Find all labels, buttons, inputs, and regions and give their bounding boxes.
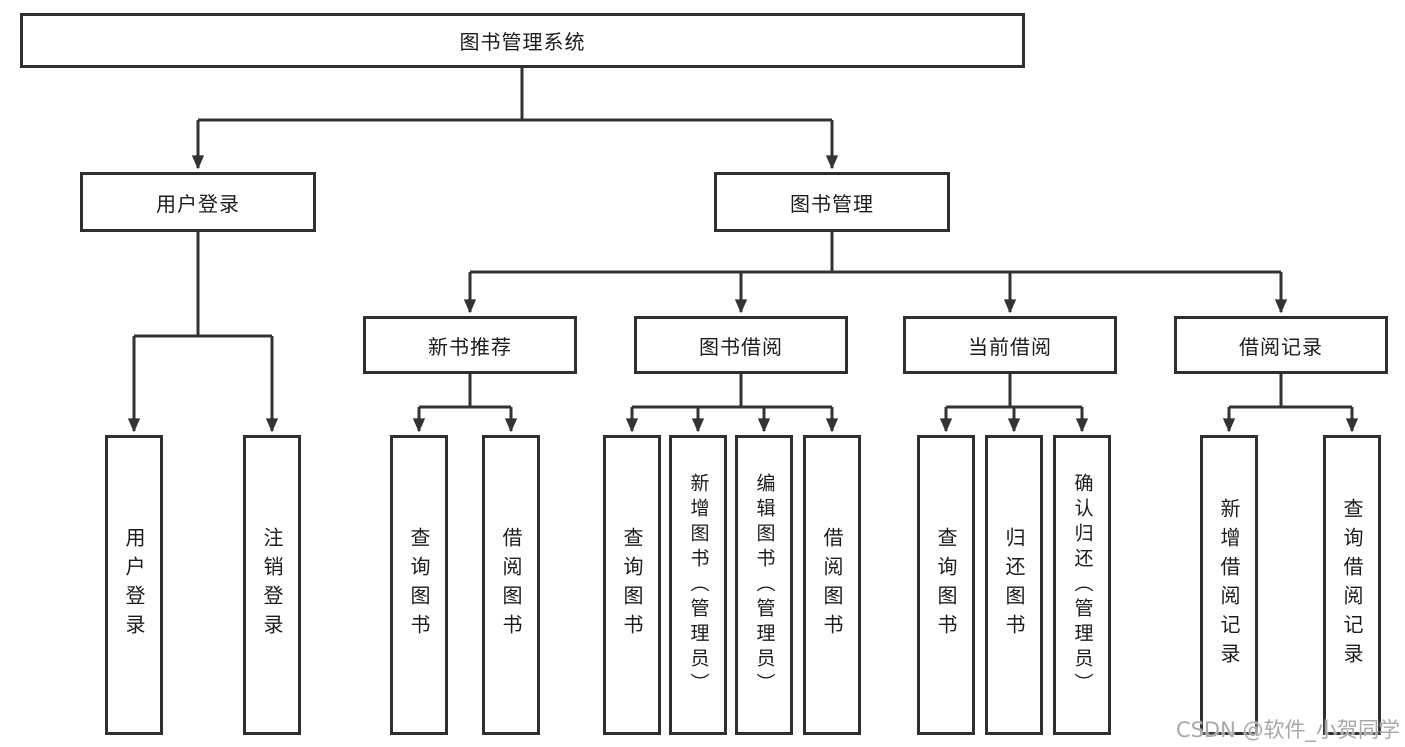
leaf-borrow-query-books: 查询图书 [603, 435, 661, 735]
leaf-current-query-books: 查询图书 [917, 435, 975, 735]
node-borrow-records: 借阅记录 [1174, 316, 1388, 374]
leaf-borrow-borrow-books: 借阅图书 [803, 435, 861, 735]
leaf-recommend-borrow-books: 借阅图书 [482, 435, 540, 735]
leaf-add-borrow-record: 新增借阅记录 [1200, 435, 1258, 735]
node-current-borrow: 当前借阅 [903, 316, 1117, 374]
node-user-login: 用户登录 [80, 172, 316, 232]
node-book-borrow: 图书借阅 [634, 316, 848, 374]
leaf-return-books: 归还图书 [985, 435, 1043, 735]
leaf-edit-books-admin: 编辑图书（管理员） [735, 435, 793, 735]
leaf-user-login: 用户登录 [105, 435, 163, 735]
csdn-watermark: CSDN @软件_小贺同学 [1175, 718, 1400, 742]
node-root: 图书管理系统 [20, 13, 1025, 68]
leaf-query-borrow-record: 查询借阅记录 [1323, 435, 1381, 735]
node-new-book-recommend: 新书推荐 [363, 316, 577, 374]
node-book-management: 图书管理 [714, 172, 950, 232]
leaf-confirm-return-admin: 确认归还（管理员） [1053, 435, 1111, 735]
leaf-add-books-admin: 新增图书（管理员） [669, 435, 727, 735]
leaf-logout: 注销登录 [243, 435, 301, 735]
leaf-recommend-query-books: 查询图书 [390, 435, 448, 735]
